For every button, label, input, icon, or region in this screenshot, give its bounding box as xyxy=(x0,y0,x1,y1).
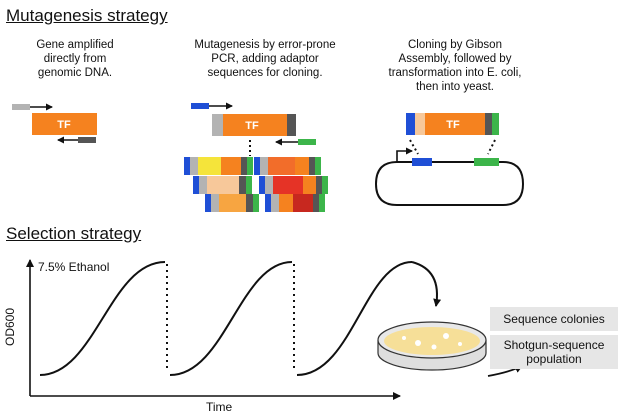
step-3-line: transformation into E. coli, xyxy=(388,67,522,79)
mutant-variant xyxy=(184,157,253,175)
step-3-line: Assembly, followed by xyxy=(398,53,512,65)
reverse-primer-tail xyxy=(78,137,96,143)
forward-primer-tail xyxy=(12,104,30,110)
mutant-variant xyxy=(193,176,252,194)
tf-gene-block xyxy=(223,114,287,136)
tf-gene-label: TF xyxy=(245,120,259,132)
step-2-gene-construct: TF xyxy=(191,102,316,156)
step-1-gene-construct: TF xyxy=(12,103,97,144)
step-2-line: Mutagenesis by error-prone xyxy=(194,39,336,51)
colony xyxy=(415,340,421,346)
mutant-variant xyxy=(254,157,321,175)
growth-curve-1 xyxy=(39,261,166,376)
promoter-arrow xyxy=(396,147,413,162)
sequence-colonies-label: Sequence colonies xyxy=(503,312,605,326)
insert-adaptor-left xyxy=(406,113,415,135)
mutant-variant xyxy=(259,176,328,194)
step-2-line: sequences for cloning. xyxy=(207,67,323,79)
x-axis-label: Time xyxy=(206,400,233,414)
forward-adaptor-primer xyxy=(191,103,209,109)
sequence-colonies-box: Sequence colonies xyxy=(490,307,618,331)
step-2-line: PCR, adding adaptor xyxy=(211,53,319,65)
plasmid-vector xyxy=(374,147,525,206)
mutagenesis-title: Mutagenesis strategy xyxy=(6,6,168,25)
reverse-adaptor-primer xyxy=(298,139,316,145)
y-axis-label: OD600 xyxy=(3,307,18,347)
mutant-variant xyxy=(265,194,325,212)
mutant-library xyxy=(184,157,328,212)
condition-label: 7.5% Ethanol xyxy=(38,260,110,274)
step-2-description: Mutagenesis by error-prone PCR, adding a… xyxy=(170,38,360,80)
step-3-line: then into yeast. xyxy=(416,81,494,93)
primer-region-left xyxy=(212,114,223,136)
insert-primer-right xyxy=(485,113,492,135)
tf-gene-block xyxy=(425,113,485,135)
colony xyxy=(402,336,406,340)
colony xyxy=(443,333,449,339)
mutant-variant xyxy=(205,194,259,212)
agar-medium xyxy=(384,327,480,355)
step-1-line: directly from xyxy=(43,53,107,65)
growth-curve-2 xyxy=(169,261,293,376)
tf-gene-label: TF xyxy=(446,119,460,131)
colony xyxy=(431,344,437,350)
selection-title: Selection strategy xyxy=(6,224,142,243)
colony xyxy=(458,342,462,346)
growth-curve-3 xyxy=(296,261,413,376)
step-3-line: Cloning by Gibson xyxy=(408,39,502,51)
tf-gene-label: TF xyxy=(57,119,71,131)
insert-primer-left xyxy=(415,113,425,135)
step-3-description: Cloning by Gibson Assembly, followed by … xyxy=(370,38,540,94)
step-1-description: Gene amplified directly from genomic DNA… xyxy=(5,38,145,80)
shotgun-sequence-label: Shotgun-sequence population xyxy=(503,338,605,366)
agar-plate xyxy=(377,321,487,371)
plating-arrow xyxy=(411,261,442,307)
step-1-line: Gene amplified xyxy=(36,39,114,51)
tf-gene-block xyxy=(32,113,97,135)
shotgun-sequence-box: Shotgun-sequence population xyxy=(490,335,618,369)
primer-region-right xyxy=(287,114,296,136)
step-1-line: genomic DNA. xyxy=(37,67,113,79)
insert-adaptor-right xyxy=(492,113,499,135)
plasmid-backbone xyxy=(374,161,525,206)
plasmid-adaptor-green xyxy=(474,158,499,166)
plasmid-adaptor-blue xyxy=(412,158,432,166)
step-3-insert: TF xyxy=(406,113,499,155)
